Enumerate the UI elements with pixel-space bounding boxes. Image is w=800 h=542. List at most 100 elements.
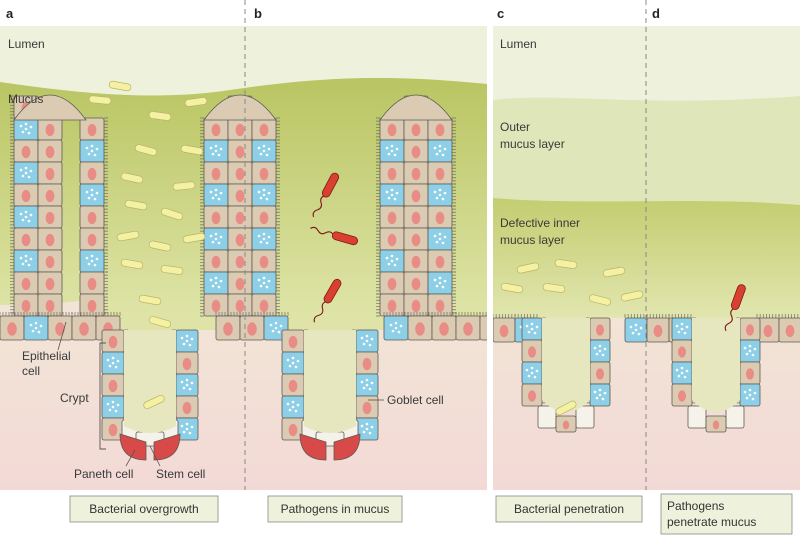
mucin-granule (533, 375, 537, 379)
commensal-bacterium (134, 144, 158, 156)
mucin-granule (262, 232, 266, 236)
villus-tip (379, 94, 453, 121)
goblet-cell (427, 227, 456, 251)
mucin-granule (385, 256, 389, 260)
nucleus (411, 145, 421, 159)
label-inner-mucus-line2: mucus layer (500, 233, 565, 247)
mucin-granule (368, 387, 372, 391)
goblet-cell (10, 249, 39, 273)
mucin-granule (394, 326, 398, 330)
mucin-granule (95, 191, 99, 195)
mucin-granule (21, 262, 25, 266)
microvilli (276, 271, 280, 295)
mucin-granule (601, 353, 605, 357)
nucleus (439, 322, 449, 336)
mucin-granule (106, 358, 110, 362)
mucin-granule (27, 175, 31, 179)
mucin-granule (370, 337, 374, 341)
epithelial-cell (227, 139, 253, 163)
mucin-granule (535, 325, 539, 329)
microvilli (479, 312, 487, 316)
goblet-cell (586, 339, 611, 363)
mucin-granule (745, 352, 749, 356)
nucleus (288, 423, 298, 437)
microvilli (376, 249, 380, 273)
mucin-granule (294, 365, 298, 369)
nucleus (21, 233, 31, 247)
goblet-cell (172, 373, 199, 397)
nucleus (211, 167, 221, 181)
epithelial-cell (778, 314, 800, 343)
nucleus (182, 401, 192, 415)
mucin-granule (182, 342, 186, 346)
mucin-granule (680, 322, 684, 326)
mucin-granule (291, 400, 295, 404)
pointer-paneth (125, 449, 136, 467)
commensal-bacterium (138, 294, 162, 306)
mucin-granule (31, 329, 35, 333)
mucin-granule (385, 190, 389, 194)
mucin-granule (190, 337, 194, 341)
mucin-granule (435, 284, 439, 288)
epithelial-cell (227, 227, 253, 251)
epithelial-cell (227, 161, 253, 185)
epithelial-cell (200, 293, 229, 317)
microvilli (493, 314, 516, 318)
mucin-granule (24, 171, 28, 175)
microvilli (452, 183, 456, 207)
mucin-granule (19, 168, 23, 172)
goblet-cell (10, 161, 39, 185)
mucin-granule (291, 361, 295, 365)
mucin-granule (93, 153, 97, 157)
nucleus (596, 324, 604, 336)
microvilli (10, 227, 14, 251)
microvilli (200, 205, 204, 229)
nucleus (387, 123, 397, 137)
microvilli (10, 183, 14, 207)
microvilli (200, 293, 204, 317)
mucin-granule (296, 359, 300, 363)
mucin-granule (360, 336, 364, 340)
mucin-granule (24, 254, 28, 258)
epithelial-cell (521, 339, 546, 363)
mucin-granule (19, 124, 23, 128)
epithelial-cell (403, 293, 429, 317)
crypt-bracket (99, 342, 106, 450)
nucleus (108, 423, 118, 437)
mucin-granule (598, 344, 602, 348)
mucin-granule (753, 391, 757, 395)
epithelial-cell (37, 271, 63, 295)
villus-tip (13, 94, 87, 121)
microvilli (10, 205, 14, 229)
mucin-granule (24, 166, 28, 170)
mucin-granule (190, 425, 194, 429)
mucin-granule (593, 346, 597, 350)
mucin-granule (85, 190, 89, 194)
epithelial-cell (352, 351, 379, 375)
paneth-cell (333, 433, 361, 461)
epithelial-cell (215, 312, 241, 341)
flagellum (724, 307, 735, 332)
mucin-granule (368, 431, 372, 435)
mucin-granule (95, 257, 99, 261)
microvilli (104, 205, 108, 229)
mucin-granule (603, 391, 607, 395)
microvilli (200, 271, 204, 295)
mucin-granule (533, 331, 537, 335)
mucin-granule (262, 193, 266, 197)
mucin-granule (365, 427, 369, 431)
mucin-granule (675, 324, 679, 328)
mucin-granule (180, 336, 184, 340)
pathogen-body (323, 278, 342, 304)
mucin-granule (751, 397, 755, 401)
mucin-granule (209, 278, 213, 282)
goblet-cell (281, 395, 308, 419)
nucleus (87, 123, 97, 137)
nucleus (387, 277, 397, 291)
mucin-granule (399, 324, 403, 328)
mucin-granule (634, 328, 638, 332)
epithelial-cell (79, 271, 108, 295)
commensal-bacterium (554, 259, 578, 269)
mucin-granule (677, 374, 681, 378)
goblet-cell (79, 183, 108, 207)
